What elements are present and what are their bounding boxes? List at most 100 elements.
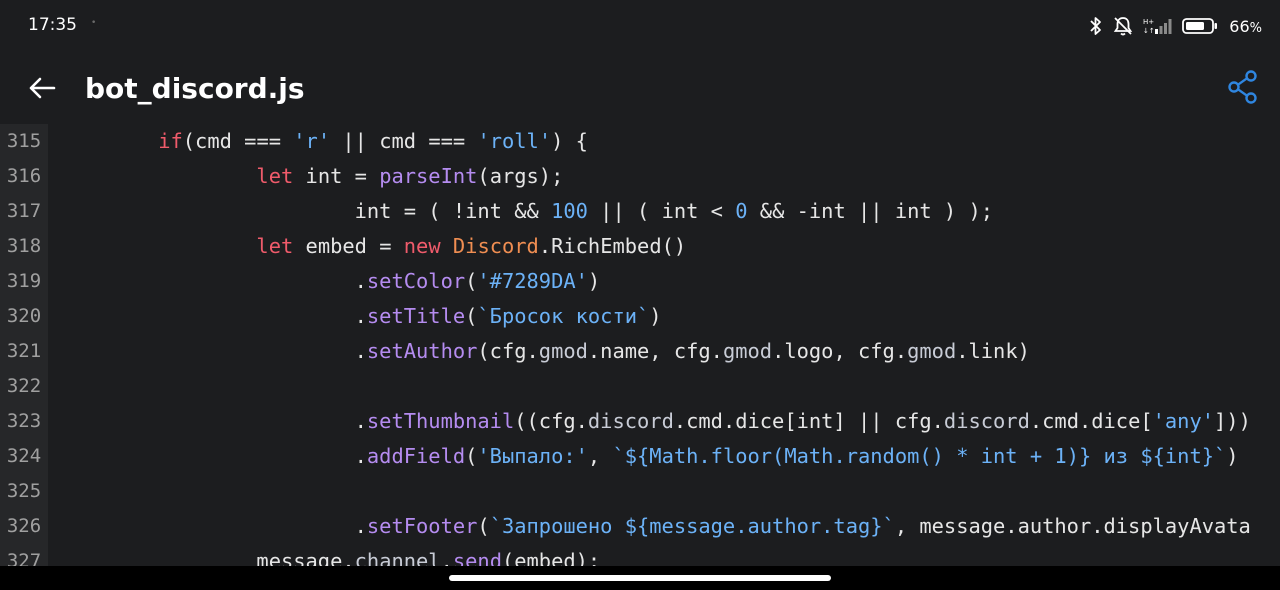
line-number-gutter (0, 124, 48, 566)
code-token (60, 164, 256, 188)
battery-percent: 66% (1229, 16, 1262, 36)
code-token: . (440, 549, 453, 566)
file-title: bot_discord.js (85, 72, 305, 105)
line-number: 315 (6, 130, 42, 152)
code-token (60, 234, 256, 258)
code-token: (args); (477, 164, 564, 188)
code-token: '#7289DA' (477, 269, 588, 293)
code-token: `Бросок кости` (477, 304, 650, 328)
code-token: 100 (551, 199, 588, 223)
code-text: if(cmd === 'r' || cmd === 'roll') { (60, 124, 588, 159)
signal-icon: H+↓↑ (1143, 16, 1173, 36)
line-number: 318 (6, 235, 42, 257)
status-time: 17:35 (28, 15, 77, 35)
code-token: . (60, 339, 367, 363)
line-number: 322 (6, 375, 42, 397)
code-text: let embed = new Discord.RichEmbed() (60, 229, 686, 264)
code-token: || ( int < (587, 199, 736, 223)
code-text: .addField('Выпало:', `${Math.floor(Math.… (60, 439, 1239, 474)
line-number: 319 (6, 270, 42, 292)
muted-bell-icon (1112, 15, 1134, 37)
share-button[interactable] (1224, 70, 1262, 108)
code-token: let (256, 164, 294, 188)
code-token: .cmd.dice[int] || cfg. (673, 409, 944, 433)
code-token: discord (943, 409, 1030, 433)
code-token: 'any' (1152, 409, 1215, 433)
code-line: 327 message.channel.send(embed); (0, 544, 1280, 566)
line-number: 316 (6, 165, 42, 187)
code-viewer[interactable]: 315 if(cmd === 'r' || cmd === 'roll') {3… (0, 124, 1280, 566)
code-token: message. (60, 549, 355, 566)
battery-icon (1182, 17, 1218, 35)
code-token: (cfg. (477, 339, 539, 363)
code-text: .setFooter(`Запрошено ${message.author.t… (60, 509, 1251, 544)
code-line: 318 let embed = new Discord.RichEmbed() (0, 229, 1280, 264)
code-token: ) { (551, 129, 588, 153)
code-token: . (60, 444, 367, 468)
code-token: setTitle (366, 304, 466, 328)
line-number: 321 (6, 340, 42, 362)
line-number: 320 (6, 305, 42, 327)
code-line: 325 (0, 474, 1280, 509)
code-text: let int = parseInt(args); (60, 159, 563, 194)
code-token (441, 234, 453, 258)
code-token: .cmd.dice[ (1029, 409, 1153, 433)
code-token: setAuthor (366, 339, 478, 363)
code-token: int = ( !int && (60, 199, 552, 223)
code-token: if (158, 129, 183, 153)
back-button[interactable] (24, 72, 60, 108)
bluetooth-icon (1089, 16, 1103, 36)
code-token: discord (587, 409, 674, 433)
code-token: new (403, 234, 441, 258)
status-icons: H+↓↑ 66% (1089, 12, 1262, 40)
code-token: ) (587, 269, 601, 293)
code-token: . (60, 514, 367, 538)
code-token: gmod (538, 339, 588, 363)
line-number: 326 (6, 515, 42, 537)
app-bar: bot_discord.js (0, 52, 1280, 124)
code-line: 323 .setThumbnail((cfg.discord.cmd.dice[… (0, 404, 1280, 439)
code-token: parseInt (379, 164, 478, 188)
code-token: ( (477, 514, 490, 538)
code-token: int = (293, 164, 380, 188)
code-token: .RichEmbed() (538, 234, 687, 258)
code-line: 322 (0, 369, 1280, 404)
code-token: channel (354, 549, 441, 566)
code-token: .logo, cfg. (772, 339, 908, 363)
code-text: .setTitle(`Бросок кости`) (60, 299, 662, 334)
code-token: .link) (956, 339, 1030, 363)
code-token: ) (1226, 444, 1239, 468)
code-text: .setThumbnail((cfg.discord.cmd.dice[int]… (60, 404, 1251, 439)
code-line: 321 .setAuthor(cfg.gmod.name, cfg.gmod.l… (0, 334, 1280, 369)
line-number: 327 (6, 550, 42, 566)
code-line: 326 .setFooter(`Запрошено ${message.auth… (0, 509, 1280, 544)
home-indicator[interactable] (449, 575, 831, 581)
code-text: message.channel.send(embed); (60, 544, 600, 566)
svg-text:H+: H+ (1143, 18, 1154, 26)
code-token: ])) (1214, 409, 1251, 433)
code-token: ( (465, 444, 478, 468)
code-token: addField (366, 444, 466, 468)
code-line: 324 .addField('Выпало:', `${Math.floor(M… (0, 439, 1280, 474)
code-token: ) (649, 304, 662, 328)
code-token: (embed); (501, 549, 601, 566)
code-token: ((cfg. (514, 409, 588, 433)
code-line: 320 .setTitle(`Бросок кости`) (0, 299, 1280, 334)
code-line: 316 let int = parseInt(args); (0, 159, 1280, 194)
share-icon (1227, 70, 1259, 108)
code-token: . (60, 304, 367, 328)
code-token: 'r' (293, 129, 331, 153)
code-line: 315 if(cmd === 'r' || cmd === 'roll') { (0, 124, 1280, 159)
code-token: (cmd === (182, 129, 294, 153)
code-token: . (60, 269, 367, 293)
code-token: setThumbnail (366, 409, 515, 433)
code-token: 0 (735, 199, 748, 223)
code-text: int = ( !int && 100 || ( int < 0 && -int… (60, 194, 993, 229)
line-number: 325 (6, 480, 42, 502)
code-token: `Запрошено ${message.author.tag}` (489, 514, 895, 538)
svg-text:↓↑: ↓↑ (1143, 27, 1155, 35)
code-token: embed = (293, 234, 404, 258)
code-token: .name, cfg. (587, 339, 723, 363)
code-token: setColor (366, 269, 466, 293)
code-token: `${Math.floor(Math.random() * int + 1)} … (612, 444, 1227, 468)
